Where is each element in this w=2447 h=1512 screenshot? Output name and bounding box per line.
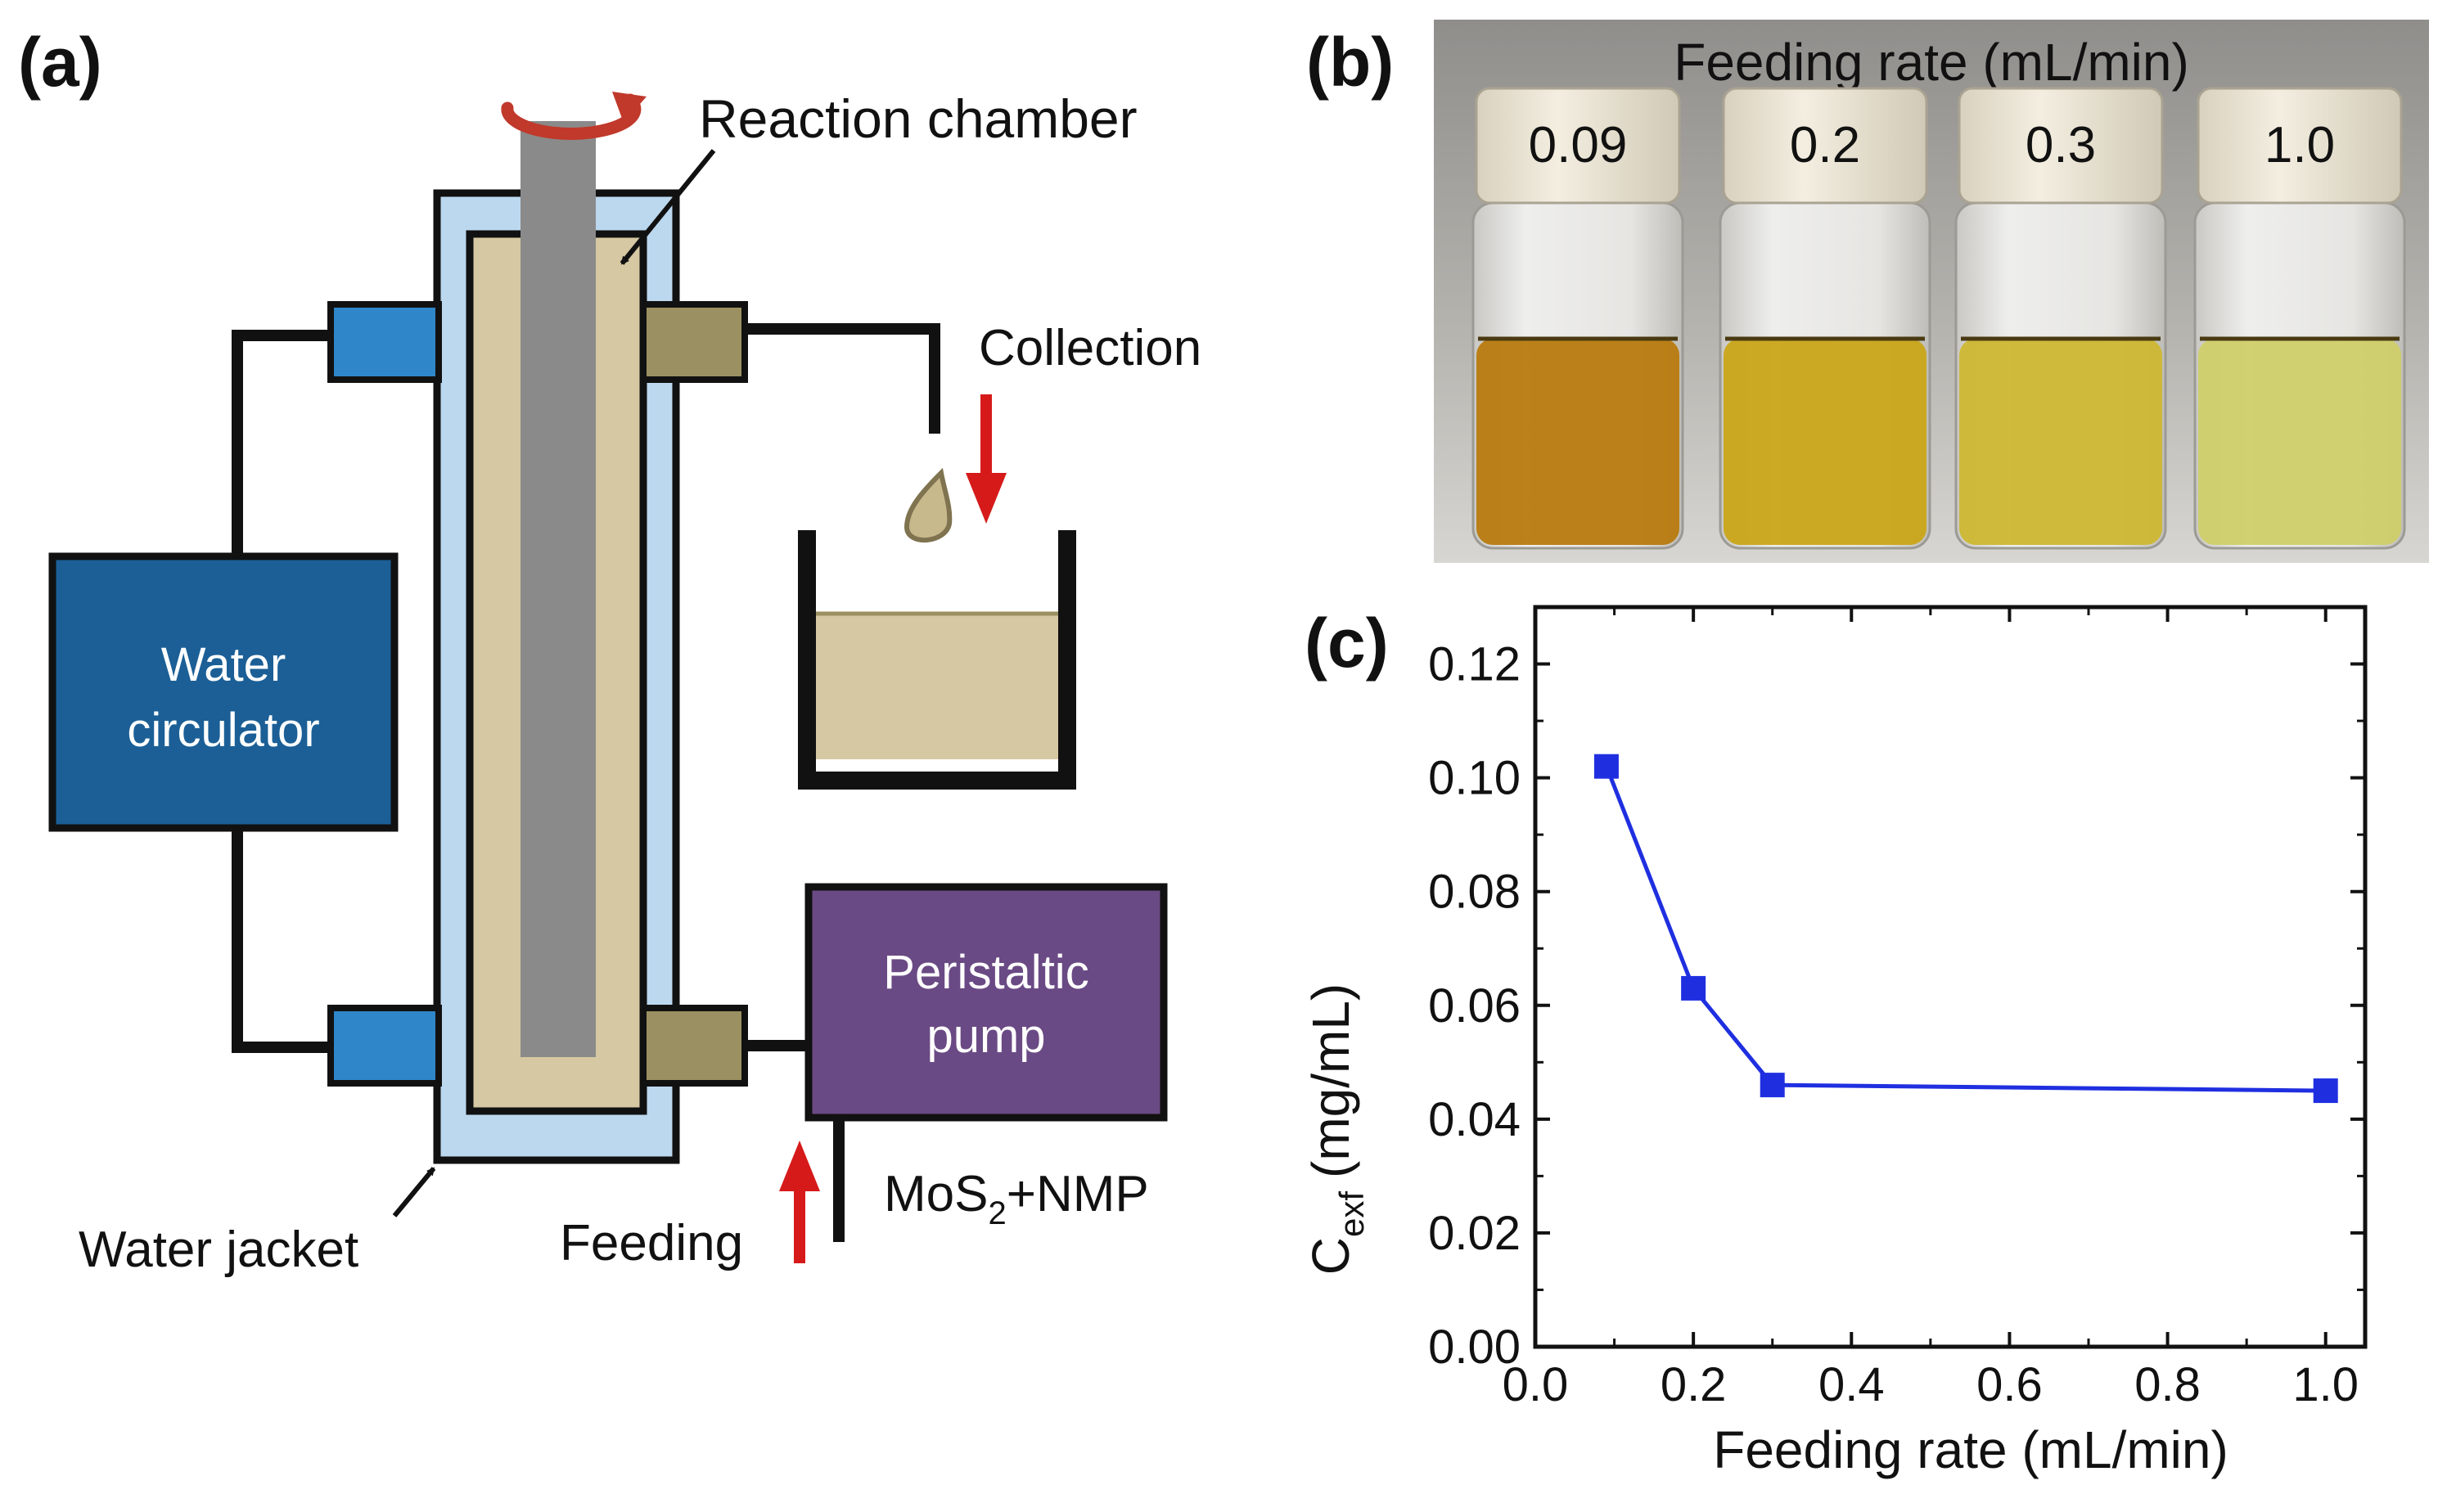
feed-composition-label: MoS2+NMP <box>884 1166 1149 1231</box>
chart-axes-frame <box>1533 605 2368 1349</box>
panel-a-label: (a) <box>18 24 102 101</box>
vial-liquid <box>1724 339 1927 545</box>
data-point <box>2313 1078 2338 1104</box>
vial-cap <box>1958 87 2164 205</box>
port-inlet-water-bottom <box>327 1005 442 1087</box>
plot-frame <box>1533 605 2368 1349</box>
y-tick-label: 0.02 <box>1428 1207 1521 1260</box>
reaction-chamber-pointer <box>620 149 716 265</box>
vial-liquid <box>1959 339 2162 545</box>
peristaltic-pump-label-line1: Peristaltic <box>883 946 1088 999</box>
vial-cap-label: 0.2 <box>1790 117 1860 173</box>
y-tick-label: 0.12 <box>1428 638 1521 691</box>
rotation-arrowhead-icon <box>612 92 647 123</box>
y-tick-label: 0.06 <box>1428 979 1521 1033</box>
port-inlet-feed <box>640 1005 748 1087</box>
tick-layer: 0.0 0.2 0.4 0.6 0.8 1.0 0.00 0.02 0.04 0.06 0.08 0.… <box>1428 607 2365 1411</box>
data-point <box>1681 975 1706 1001</box>
feed-nmp-text: +NMP <box>1007 1166 1149 1222</box>
y-tick-label: 0.04 <box>1428 1093 1521 1146</box>
vial-liquid <box>1476 339 1679 545</box>
x-tick-label: 0.8 <box>2134 1358 2201 1411</box>
collection-arrow-icon <box>966 394 1007 524</box>
feed-subscript-text: 2 <box>988 1195 1006 1231</box>
port-outlet-collection <box>640 301 748 383</box>
port-inlet-water-top <box>327 301 442 383</box>
vial-cap <box>1722 87 1928 205</box>
collection-beaker <box>798 530 1076 790</box>
droplet-icon <box>904 467 953 542</box>
x-tick-label: 1.0 <box>2292 1358 2359 1411</box>
vial-cap <box>2197 87 2403 205</box>
feeding-arrow-icon <box>779 1141 820 1263</box>
concentration-chart: 0.0 0.2 0.4 0.6 0.8 1.0 0.00 0.02 0.04 0.06 0.08 0.… <box>1309 605 2368 1479</box>
vial-photo-title: Feeding rate (mL/min) <box>1674 33 2189 92</box>
y-axis-label: Cexf (mg/mL) <box>1309 983 1371 1275</box>
x-axis-label: Feeding rate (mL/min) <box>1713 1420 2228 1479</box>
vial: 0.09 <box>1471 87 1684 550</box>
y-axis-label-sub: exf <box>1332 1191 1371 1237</box>
apparatus-diagram: Water circulator Peristaltic pump <box>48 88 1201 1278</box>
series-layer <box>1593 754 2338 1104</box>
vial-cap-label: 0.3 <box>2026 117 2096 173</box>
water-jacket-pointer <box>392 1167 436 1217</box>
panel-c-label: (c) <box>1305 605 1389 682</box>
vial-photo: Feeding rate (mL/min) 0.09 0.2 0.3 1.0 <box>1434 20 2429 563</box>
reaction-chamber-label: Reaction chamber <box>699 88 1138 149</box>
vial: 0.3 <box>1954 87 2167 550</box>
y-tick-label: 0.00 <box>1428 1321 1521 1374</box>
feed-mos-text: MoS <box>884 1166 988 1222</box>
x-tick-label: 0.0 <box>1503 1358 1569 1411</box>
rotation-icon <box>501 93 642 140</box>
y-tick-label: 0.10 <box>1428 752 1521 805</box>
x-tick-label: 0.4 <box>1818 1358 1885 1411</box>
peristaltic-pump: Peristaltic pump <box>804 883 1168 1122</box>
y-tick-label: 0.08 <box>1428 866 1521 919</box>
vial: 1.0 <box>2193 87 2406 550</box>
collection-label: Collection <box>979 320 1201 376</box>
vial-liquid <box>2198 339 2401 545</box>
vial: 0.2 <box>1719 87 1931 550</box>
vial-cap-label: 1.0 <box>2264 117 2335 173</box>
water-circulator-label-line1: Water <box>161 638 286 691</box>
panel-b-label: (b) <box>1306 24 1395 101</box>
peristaltic-pump-label-line2: pump <box>926 1010 1045 1063</box>
water-tubing <box>232 330 331 1053</box>
data-point <box>1593 754 1619 779</box>
y-axis-label-unit: (mg/mL) <box>1309 983 1360 1178</box>
collection-tube <box>745 323 940 434</box>
vial-group: 0.09 0.2 0.3 1.0 <box>1471 87 2406 550</box>
water-circulator-label-line2: circulator <box>127 704 319 757</box>
y-axis-label-main: C <box>1309 1237 1360 1275</box>
series-line <box>1604 765 2326 1093</box>
water-jacket-label: Water jacket <box>79 1222 358 1278</box>
data-point <box>1760 1073 1785 1098</box>
x-tick-label: 0.6 <box>1976 1358 2043 1411</box>
vial-cap <box>1475 87 1681 205</box>
vial-cap-label: 0.09 <box>1529 117 1628 173</box>
feeding-label: Feeding <box>560 1215 743 1271</box>
x-tick-label: 0.2 <box>1661 1358 1727 1411</box>
water-circulator: Water circulator <box>48 552 399 832</box>
rotor-rod <box>520 121 596 1057</box>
